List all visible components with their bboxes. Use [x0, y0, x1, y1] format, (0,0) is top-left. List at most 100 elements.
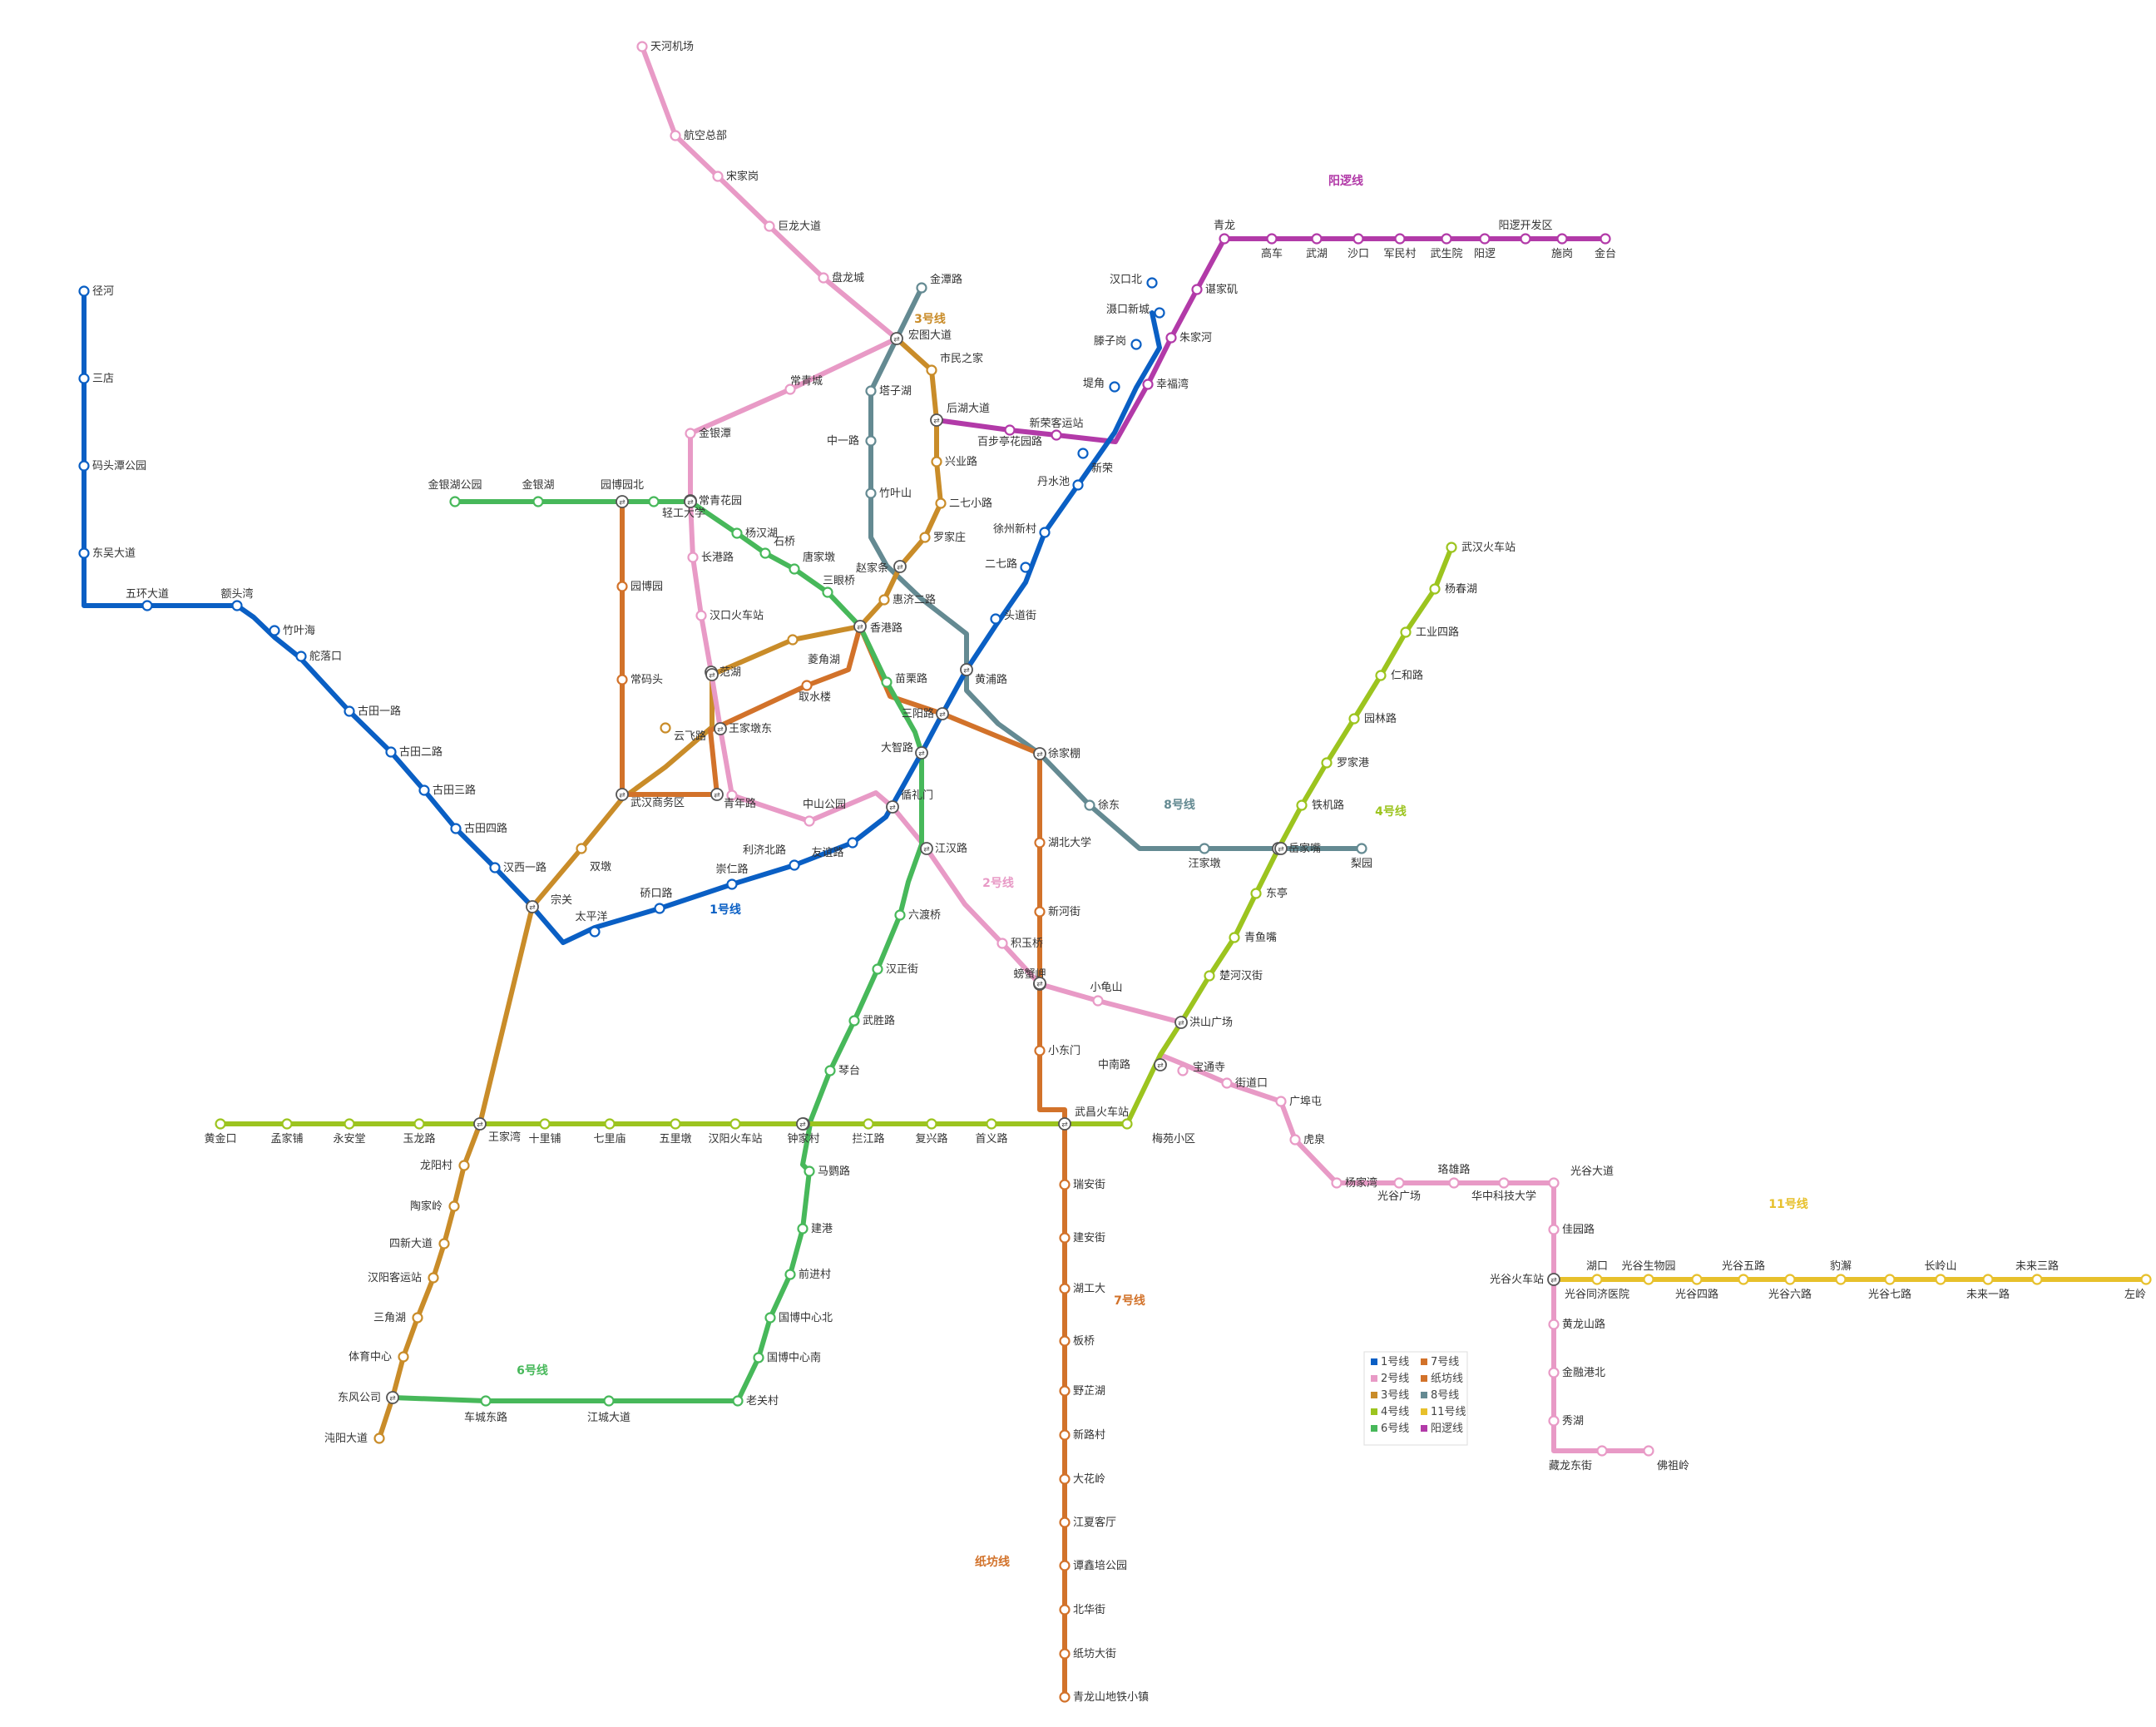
station-icon[interactable]	[648, 496, 660, 507]
station-icon[interactable]	[804, 1165, 815, 1177]
station-label[interactable]: 东亭	[1266, 887, 1288, 900]
station-label[interactable]: 菱角湖	[808, 654, 840, 666]
station-label[interactable]: 阳逻	[1474, 248, 1496, 260]
station-icon[interactable]	[1072, 479, 1084, 491]
station-label[interactable]: 岳家嘴	[1288, 842, 1321, 855]
station-label[interactable]: 长岭山	[1924, 1260, 1956, 1273]
station-icon[interactable]	[1059, 1517, 1071, 1528]
station-icon[interactable]	[231, 600, 243, 611]
interchange-icon[interactable]: ⇄	[796, 1117, 809, 1131]
station-label[interactable]: 汉西一路	[503, 861, 546, 874]
interchange-icon[interactable]: ⇄	[920, 842, 933, 855]
station-label[interactable]: 老关村	[746, 1395, 779, 1408]
station-label[interactable]: 光谷广场	[1377, 1190, 1421, 1203]
station-icon[interactable]	[1738, 1274, 1749, 1285]
station-icon[interactable]	[729, 1118, 741, 1130]
station-icon[interactable]	[872, 963, 883, 975]
station-label[interactable]: 青鱼嘴	[1244, 931, 1277, 944]
station-label[interactable]: 施岗	[1551, 248, 1573, 260]
station-icon[interactable]	[1221, 1077, 1233, 1089]
station-label[interactable]: 园博园北	[601, 479, 644, 492]
station-label[interactable]: 前进村	[799, 1268, 831, 1281]
station-label[interactable]: 惠济二路	[893, 593, 936, 606]
station-icon[interactable]	[784, 384, 796, 395]
station-icon[interactable]	[1130, 339, 1142, 350]
station-icon[interactable]	[1935, 1274, 1946, 1285]
station-icon[interactable]	[1059, 1232, 1071, 1244]
station-icon[interactable]	[1691, 1274, 1703, 1285]
station-icon[interactable]	[141, 600, 153, 611]
station-label[interactable]: 三阳路	[902, 707, 934, 720]
station-label[interactable]: 汉正街	[886, 963, 918, 976]
station-icon[interactable]	[865, 385, 877, 397]
station-icon[interactable]	[695, 610, 707, 621]
station-icon[interactable]	[654, 903, 665, 914]
station-icon[interactable]	[1034, 906, 1046, 918]
interchange-icon[interactable]: ⇄	[893, 560, 907, 573]
station-label[interactable]: 光谷七路	[1868, 1288, 1911, 1301]
station-label[interactable]: 陶家岭	[410, 1200, 443, 1213]
station-label[interactable]: 罗家庄	[933, 531, 966, 544]
station-label[interactable]: 黄金口	[204, 1132, 236, 1146]
station-label[interactable]: 香港路	[870, 621, 902, 635]
station-label[interactable]: 复兴路	[915, 1132, 947, 1146]
station-label[interactable]: 国博中心北	[779, 1312, 833, 1324]
station-label[interactable]: 琴台	[838, 1065, 860, 1077]
station-icon[interactable]	[1835, 1274, 1847, 1285]
station-label[interactable]: 玉龙路	[403, 1132, 435, 1146]
station-icon[interactable]	[865, 435, 877, 447]
station-label[interactable]: 铁机路	[1312, 799, 1344, 812]
interchange-icon[interactable]: ⇄	[886, 800, 899, 814]
station-icon[interactable]	[603, 1395, 615, 1407]
station-label[interactable]: 广埠屯	[1289, 1096, 1322, 1108]
station-icon[interactable]	[604, 1118, 616, 1130]
station-icon[interactable]	[1643, 1445, 1654, 1457]
station-icon[interactable]	[1059, 1473, 1071, 1485]
station-label[interactable]: 大花岭	[1073, 1472, 1105, 1486]
station-icon[interactable]	[1348, 713, 1360, 725]
station-label[interactable]: 巨龙大道	[778, 220, 821, 233]
station-label[interactable]: 豹澥	[1830, 1260, 1852, 1273]
station-label[interactable]: 中山公园	[803, 799, 846, 811]
station-label[interactable]: 青龙山地铁小镇	[1073, 1691, 1149, 1704]
station-label[interactable]: 园林路	[1364, 712, 1397, 725]
station-label[interactable]: 光谷五路	[1722, 1259, 1765, 1273]
station-icon[interactable]	[764, 220, 775, 232]
station-label[interactable]: 汉口北	[1110, 274, 1142, 286]
station-label[interactable]: 丹水池	[1037, 476, 1070, 488]
station-icon[interactable]	[1077, 448, 1089, 459]
station-label[interactable]: 梨园	[1351, 858, 1372, 870]
station-icon[interactable]	[1375, 670, 1387, 681]
station-label[interactable]: 堤角	[1083, 378, 1105, 390]
station-label[interactable]: 友谊路	[811, 846, 843, 859]
station-label[interactable]: 范湖	[719, 666, 741, 679]
station-label[interactable]: 佛祖岭	[1657, 1460, 1689, 1472]
interchange-icon[interactable]: ⇄	[936, 707, 949, 720]
station-icon[interactable]	[1556, 233, 1568, 245]
station-icon[interactable]	[687, 552, 699, 563]
station-label[interactable]: 武胜路	[863, 1014, 895, 1027]
station-label[interactable]: 武湖	[1306, 248, 1328, 260]
station-icon[interactable]	[847, 837, 858, 849]
station-icon[interactable]	[1034, 837, 1046, 849]
station-label[interactable]: 阳逻开发区	[1498, 219, 1552, 232]
station-label[interactable]: 纸坊大街	[1073, 1648, 1116, 1660]
station-label[interactable]: 洪山广场	[1189, 1017, 1233, 1029]
station-label[interactable]: 取水楼	[799, 691, 831, 704]
station-label[interactable]: 野芷湖	[1073, 1384, 1105, 1398]
station-icon[interactable]	[1400, 626, 1412, 638]
station-icon[interactable]	[919, 532, 931, 543]
station-icon[interactable]	[1479, 233, 1491, 245]
station-label[interactable]: 光谷同济医院	[1565, 1289, 1629, 1301]
station-label[interactable]: 大智路	[881, 741, 913, 755]
station-label[interactable]: 沌阳大道	[324, 1433, 368, 1445]
station-label[interactable]: 宋家岗	[726, 170, 759, 183]
station-icon[interactable]	[801, 680, 813, 691]
station-label[interactable]: 金银湖公园	[428, 478, 482, 492]
station-label[interactable]: 额头湾	[220, 587, 253, 601]
station-label[interactable]: 工业四路	[1416, 626, 1459, 639]
interchange-icon[interactable]: ⇄	[1174, 1016, 1188, 1029]
station-label[interactable]: 古田二路	[399, 745, 443, 759]
station-label[interactable]: 杨汉湖	[745, 527, 778, 540]
station-label[interactable]: 竹叶海	[283, 625, 315, 637]
